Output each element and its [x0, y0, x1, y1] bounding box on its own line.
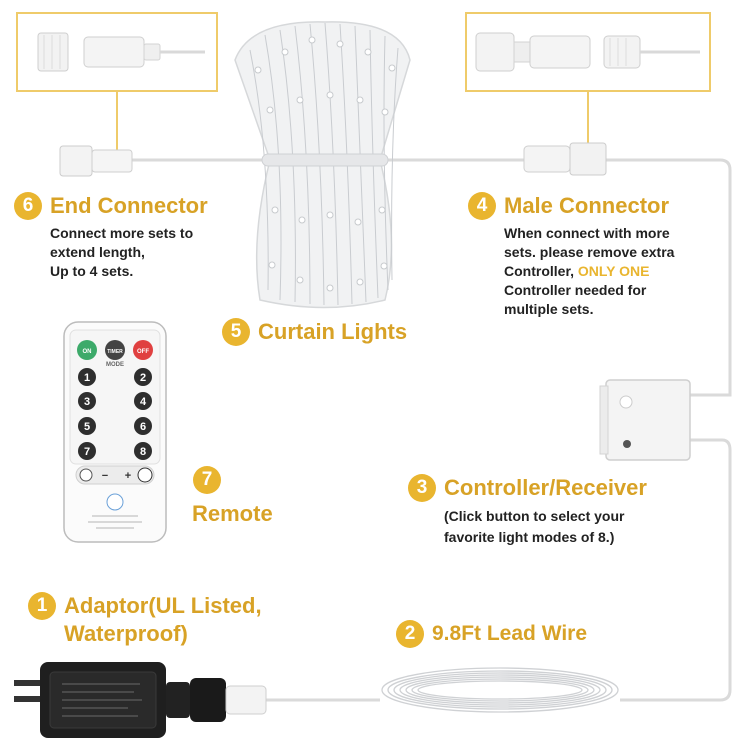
- controller-desc-line: favorite light modes of 8.): [444, 529, 615, 545]
- curtain-lights-bundle-icon: [234, 21, 411, 309]
- end-connector-callout: 6 End Connector Connect more sets to ext…: [14, 192, 208, 281]
- remote-mode-5-label: 5: [84, 421, 90, 433]
- male-connector-icon: [523, 142, 607, 176]
- lead-wire-coil-icon: [381, 667, 619, 713]
- adaptor-number-badge: 1: [28, 592, 56, 620]
- remote-timer-label: TIMER: [107, 349, 123, 355]
- end-connector-number-badge: 6: [14, 192, 42, 220]
- male-connector-number-badge: 4: [468, 192, 496, 220]
- remote-timer-button[interactable]: [105, 340, 125, 360]
- remote-brand-logo-icon: [106, 493, 124, 511]
- remote-mode-5-button[interactable]: [78, 417, 96, 435]
- remote-mode-1-button[interactable]: [78, 368, 96, 386]
- remote-dim-icon[interactable]: [79, 468, 93, 482]
- adaptor-callout: 1 Adaptor(UL Listed, Waterproof): [28, 592, 262, 648]
- end-connector-desc-line: Up to 4 sets.: [50, 263, 134, 279]
- only-one-highlight: ONLY ONE: [577, 263, 650, 279]
- end-connector-icon: [59, 145, 133, 177]
- controller-callout: 3 Controller/Receiver (Click button to s…: [408, 474, 647, 548]
- male-connector-desc-line: sets. please remove extra: [504, 244, 675, 260]
- male-connector-desc-line: multiple sets.: [504, 301, 594, 317]
- end-connector-desc-line: Connect more sets to: [50, 225, 194, 241]
- end-connector-title: End Connector: [50, 193, 208, 218]
- remote-off-label: OFF: [137, 349, 149, 355]
- curtain-lights-title: Curtain Lights: [258, 319, 408, 344]
- lead-wire-number-badge: 2: [396, 620, 424, 648]
- controller-desc-line: (Click button to select your: [444, 508, 625, 524]
- controller-receiver-icon: [599, 379, 691, 461]
- power-adaptor-icon: [14, 662, 267, 738]
- male-connector-closeup-icon: [475, 32, 700, 72]
- end-connector-desc-line: extend length,: [50, 244, 145, 260]
- adaptor-title-line: Waterproof): [64, 621, 188, 646]
- male-connector-desc-line: Controller needed for: [504, 282, 647, 298]
- remote-callout: 7 Remote: [192, 466, 273, 528]
- remote-plus-label: +: [125, 470, 131, 482]
- male-connector-desc-line: When connect with more: [504, 225, 670, 241]
- remote-off-button[interactable]: [133, 340, 153, 360]
- controller-number-badge: 3: [408, 474, 436, 502]
- remote-mode-2-label: 2: [140, 372, 146, 384]
- remote-mode-8-button[interactable]: [134, 442, 152, 460]
- curtain-lights-callout: 5 Curtain Lights: [222, 318, 407, 346]
- remote-mode-label: MODE: [106, 362, 124, 368]
- male-connector-title: Male Connector: [504, 193, 670, 218]
- remote-mode-3-label: 3: [84, 396, 90, 408]
- lead-wire-title: 9.8Ft Lead Wire: [432, 622, 588, 645]
- remote-mode-4-label: 4: [140, 396, 147, 408]
- remote-mode-6-button[interactable]: [134, 417, 152, 435]
- remote-mode-7-button[interactable]: [78, 442, 96, 460]
- main-wire: [70, 158, 732, 397]
- remote-mode-7-label: 7: [84, 446, 90, 458]
- end-connector-closeup-icon: [37, 32, 205, 72]
- remote-button-labels: ON TIMER OFF MODE 1 2 3 4 5 6 7 8 − +: [83, 349, 150, 482]
- remote-on-label: ON: [83, 349, 92, 355]
- remote-mode-1-label: 1: [84, 372, 90, 384]
- male-connector-desc-line: Controller, ONLY ONE: [504, 262, 674, 281]
- male-connector-desc-text: Controller,: [504, 263, 578, 279]
- remote-mode-8-label: 8: [140, 446, 146, 458]
- adaptor-title-line: Adaptor(UL Listed,: [64, 593, 262, 618]
- remote-control: [63, 321, 167, 543]
- remote-bright-icon[interactable]: [137, 467, 153, 483]
- curtain-lights-number-badge: 5: [222, 318, 250, 346]
- remote-mode-2-button[interactable]: [134, 368, 152, 386]
- remote-mode-6-label: 6: [140, 421, 146, 433]
- lead-wire-callout: 2 9.8Ft Lead Wire: [396, 620, 587, 648]
- controller-to-lead-wire: [620, 438, 732, 702]
- remote-mode-4-button[interactable]: [134, 392, 152, 410]
- male-connector-callout: 4 Male Connector When connect with more …: [468, 192, 674, 319]
- remote-minus-label: −: [102, 470, 108, 482]
- remote-title: Remote: [192, 501, 273, 526]
- remote-on-button[interactable]: [77, 340, 97, 360]
- remote-mode-3-button[interactable]: [78, 392, 96, 410]
- controller-title: Controller/Receiver: [444, 475, 647, 500]
- remote-number-badge: 7: [193, 466, 221, 494]
